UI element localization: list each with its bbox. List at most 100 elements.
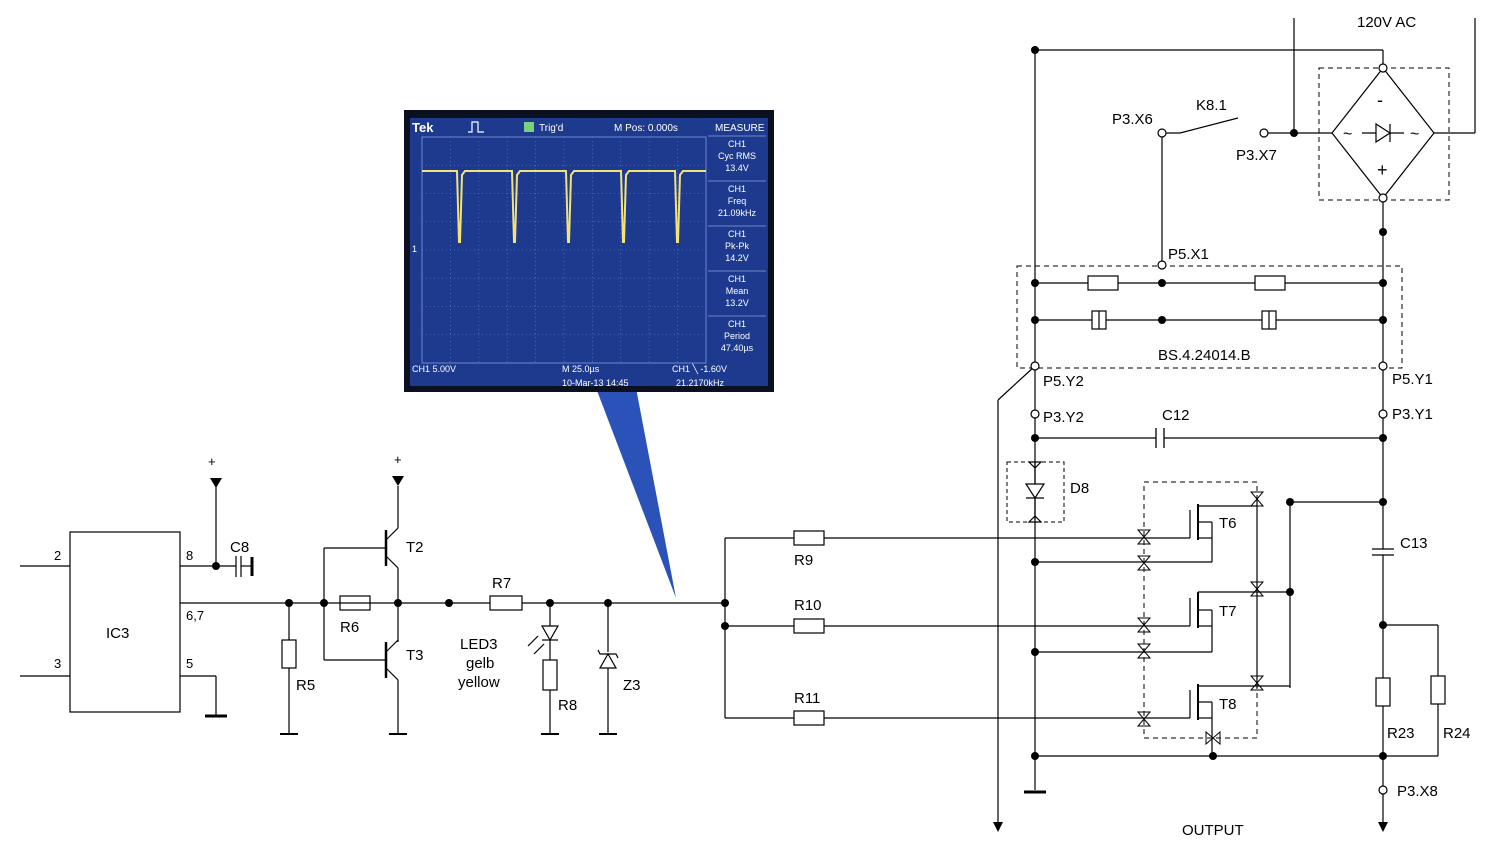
t3-label: T3 [406, 647, 424, 664]
output-label: OUTPUT [1182, 822, 1244, 839]
scope-measure-value: 47.40µs [721, 343, 754, 353]
connector-terminals [1136, 491, 1265, 746]
scope-trig-status: Trig'd [539, 123, 563, 134]
mosfet-t7 [1035, 591, 1290, 653]
scope-brand: Tek [412, 120, 434, 135]
vplus-label-left: + [208, 454, 216, 469]
junction [721, 599, 729, 607]
capacitor-c8 [215, 482, 254, 577]
t7-label: T7 [1219, 603, 1237, 620]
junction [546, 599, 554, 607]
p3x7-label: P3.X7 [1236, 147, 1277, 164]
ic3-pin-5: 5 [186, 656, 193, 671]
junction [394, 599, 402, 607]
led3-en-label: yellow [458, 674, 500, 691]
junction [285, 599, 293, 607]
junction [445, 599, 453, 607]
vplus-arrow-right [392, 476, 404, 486]
resistor-r5 [280, 603, 298, 735]
r5-label: R5 [296, 677, 315, 694]
scope-ch1-scale: CH1 5.00V [412, 364, 456, 374]
t2-label: T2 [406, 539, 424, 556]
junction [320, 599, 328, 607]
led3-de-label: gelb [466, 655, 494, 672]
p3y2-label: P3.Y2 [1043, 409, 1084, 426]
r7-label: R7 [492, 575, 511, 592]
zener-z3 [597, 603, 619, 735]
junction [212, 562, 220, 570]
c12-label: C12 [1162, 407, 1190, 424]
r11-label: R11 [794, 690, 820, 707]
r8-label: R8 [558, 697, 577, 714]
open-terminals [1030, 63, 1388, 795]
scope-trig-ch-box [524, 122, 534, 132]
d8-label: D8 [1070, 480, 1089, 497]
scope-mpos: M Pos: 0.000s [614, 123, 678, 134]
p5y2-label: P5.Y2 [1043, 373, 1084, 390]
scope-measure-name: Pk-Pk [725, 241, 750, 251]
junctions-right [1031, 46, 1387, 760]
scope-measure-value: 21.09kHz [718, 208, 757, 218]
bridge-plus: + [1377, 160, 1388, 180]
supply-label: 120V AC [1357, 14, 1416, 31]
ic3-pin-8: 8 [186, 548, 193, 563]
scope-timebase: M 25.0µs [562, 364, 600, 374]
module-parts [1087, 275, 1286, 330]
resistor-r23 [1375, 677, 1391, 707]
scope-measure-name: Freq [728, 196, 747, 206]
r23-label: R23 [1387, 725, 1415, 742]
r24-label: R24 [1443, 725, 1471, 742]
scope-trig-freq: 21.2170kHz [676, 378, 725, 388]
scope-measure-name: Period [724, 331, 750, 341]
vplus-arrow-left [210, 478, 222, 488]
bridge-diode [1362, 122, 1404, 144]
r6-label: R6 [340, 619, 359, 636]
relay-label: K8.1 [1196, 97, 1227, 114]
ic3-label: IC3 [106, 625, 129, 642]
ic3-pin-67: 6,7 [186, 608, 204, 623]
module-box [1016, 265, 1403, 369]
scope-measure-channel: CH1 [728, 319, 746, 329]
resistor-r24 [1430, 675, 1446, 705]
mosfet-box [1143, 481, 1258, 739]
scope-trig-level: CH1 ╲ -1.60V [672, 363, 727, 375]
bridge-tilde-left: ~ [1343, 126, 1352, 143]
scope-trigger-icon [468, 121, 484, 133]
scope-grid [422, 137, 706, 363]
scope-date: 10-Mar-13 14:45 [562, 378, 629, 388]
scope-measure-channel: CH1 [728, 274, 746, 284]
junction [721, 622, 729, 630]
diode-d8 [1024, 461, 1046, 523]
bridge-minus: - [1377, 90, 1383, 110]
z3-label: Z3 [623, 677, 641, 694]
scope-measure-value: 14.2V [725, 253, 749, 263]
ic3-pin-3: 3 [54, 656, 61, 671]
led3-label: LED3 [460, 636, 498, 653]
scope-measure-name: Mean [726, 286, 749, 296]
p5x1-label: P5.X1 [1168, 246, 1209, 263]
scope-trace [422, 170, 706, 243]
scope-measure-value: 13.2V [725, 298, 749, 308]
p3y1-label: P3.Y1 [1392, 406, 1433, 423]
output-arrow-right [1378, 822, 1388, 832]
scope-menu-title: MEASURE [715, 123, 765, 134]
p3x6-label: P3.X6 [1112, 111, 1153, 128]
scope-callout [596, 388, 676, 598]
scope-measure-channel: CH1 [728, 139, 746, 149]
output-arrow-left [993, 822, 1003, 832]
ic3-block [20, 531, 725, 718]
scope-measure-value: 13.4V [725, 163, 749, 173]
r9-label: R9 [794, 552, 813, 569]
bridge-tilde-right: ~ [1410, 126, 1419, 143]
vplus-label-right: + [394, 452, 402, 467]
transistor-stage [323, 486, 407, 735]
ic3-pin-2: 2 [54, 548, 61, 563]
c13-label: C13 [1400, 535, 1428, 552]
mosfet-t6 [1035, 504, 1257, 563]
mosfet-t8 [1189, 684, 1290, 756]
scope-ch-marker: 1 [412, 244, 417, 254]
module-name: BS.4.24014.B [1158, 347, 1251, 364]
t8-label: T8 [1219, 696, 1237, 713]
